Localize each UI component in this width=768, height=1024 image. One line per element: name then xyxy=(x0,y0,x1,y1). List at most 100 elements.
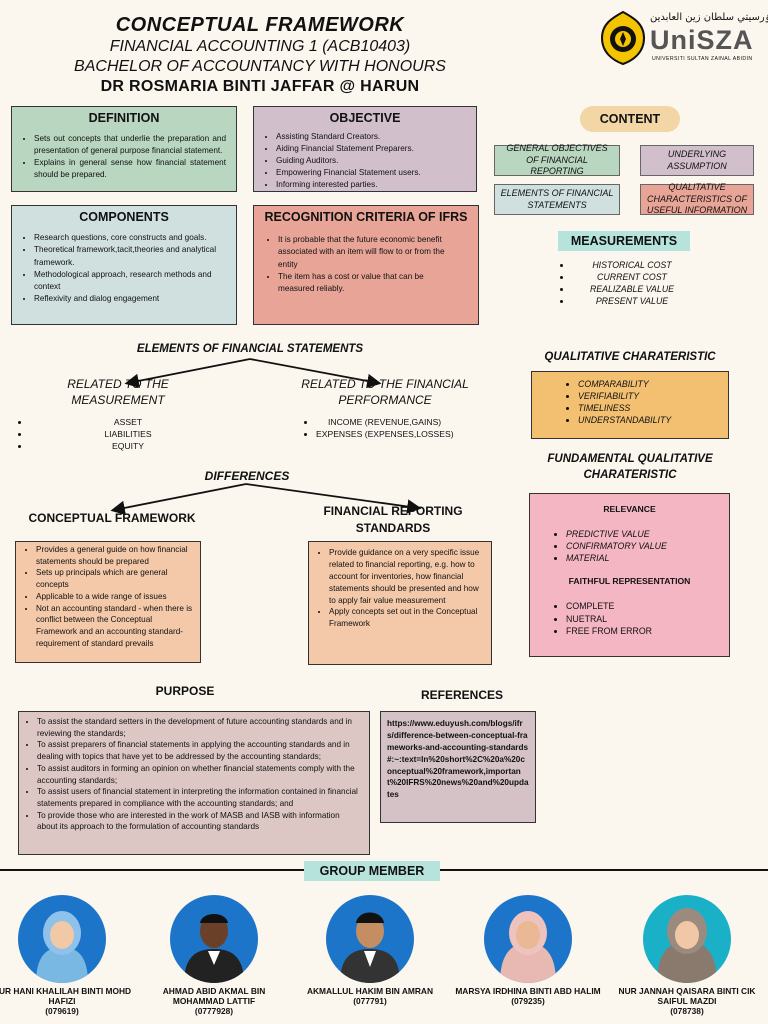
group-title: GROUP MEMBER xyxy=(304,861,440,881)
purpose-item: To assist preparers of financial stateme… xyxy=(37,739,359,762)
qualitative-item: UNDERSTANDABILITY xyxy=(578,414,718,426)
content-box-assumption: UNDERLYING ASSUMPTION xyxy=(640,145,754,176)
relevance-item: MATERIAL xyxy=(566,552,719,564)
measurement-item: LIABILITIES xyxy=(30,429,226,441)
cf-item: Not an accounting standard - when there … xyxy=(36,603,194,650)
recognition-item: It is probable that the future economic … xyxy=(278,234,462,271)
qualitative-item: COMPARABILITY xyxy=(578,378,718,390)
components-item: Reflexivity and dialog engagement xyxy=(34,293,226,305)
components-item: Research questions, core constructs and … xyxy=(34,232,226,244)
purpose-item: To assist auditors in forming an opinion… xyxy=(37,763,359,786)
logo-arabic-text: يونيۏرسيتي سلطان زين العابدين xyxy=(650,12,768,23)
member-name: NUR HANI KHALILAH BINTI MOHD HAFIZI xyxy=(0,986,132,1007)
fundamental-title: FUNDAMENTAL QUALITATIVE CHARATERISTIC xyxy=(547,453,713,481)
measurements-item: CURRENT COST xyxy=(572,271,692,283)
member-name: AHMAD ABID AKMAL BIN MOHAMMAD LATTIF xyxy=(162,986,266,1007)
member-photo xyxy=(170,895,258,983)
faithful-list: COMPLETE NUETRAL FREE FROM ERROR xyxy=(566,600,719,636)
programme-name: BACHELOR OF ACCOUNTANCY WITH HONOURS xyxy=(74,58,446,75)
performance-heading: RELATED TO THE FINANCIAL PERFORMANCE xyxy=(301,377,469,408)
fundamental-box: RELEVANCE PREDICTIVE VALUE CONFIRMATORY … xyxy=(529,493,730,657)
frs-item: Apply concepts set out in the Conceptual… xyxy=(329,606,483,630)
member-photo xyxy=(326,895,414,983)
purpose-title: PURPOSE xyxy=(155,684,215,698)
arrow-left xyxy=(124,358,251,388)
elements-title: ELEMENTS OF FINANCIAL STATEMENTS xyxy=(136,343,364,355)
elements-arrows xyxy=(124,358,382,389)
cf-title: CONCEPTUAL FRAMEWORK xyxy=(28,511,196,525)
arrow-right xyxy=(249,358,382,389)
member-photo xyxy=(643,895,731,983)
references-box: https://www.eduyush.com/blogs/ifrs/diffe… xyxy=(380,711,536,823)
measurement-heading: RELATED TO THE MEASUREMENT xyxy=(67,377,169,408)
member-name: NUR JANNAH QAISARA BINTI CIK SAIFUL MAZD… xyxy=(618,986,756,1007)
measurement-item: ASSET xyxy=(30,417,226,429)
member-name: MARSYA IRDHINA BINTI ABD HALIM xyxy=(455,986,601,996)
member-card: AKMALLUL HAKIM BIN AMRAN (077791) xyxy=(295,895,445,1006)
measurements-item: HISTORICAL COST xyxy=(572,259,692,271)
references-title: REFERENCES xyxy=(420,688,503,702)
measurement-list: ASSET LIABILITIES EQUITY xyxy=(30,417,226,453)
arrow-right xyxy=(245,483,422,514)
components-item: Theoretical framework,tacit,theories and… xyxy=(34,244,226,269)
member-photo xyxy=(18,895,106,983)
cf-item: Provides a general guide on how financia… xyxy=(36,544,194,567)
arrow-left xyxy=(110,483,247,515)
member-id: (079235) xyxy=(511,996,545,1007)
measurements-item: REALIZABLE VALUE xyxy=(572,283,692,295)
components-title: COMPONENTS xyxy=(79,210,169,224)
differences-title: DIFFERENCES xyxy=(204,469,290,483)
qualitative-title: QUALITATIVE CHARATERISTIC xyxy=(544,351,716,363)
qualitative-list: COMPARABILITY VERIFIABILITY TIMELINESS U… xyxy=(578,378,718,427)
measurement-item: EQUITY xyxy=(30,441,226,453)
reference-link[interactable]: https://www.eduyush.com/blogs/ifrs/diffe… xyxy=(387,719,529,800)
objective-item: Empowering Financial Statement users. xyxy=(276,167,466,179)
logo-subtitle: UNIVERSITI SULTAN ZAINAL ABIDIN xyxy=(652,56,753,62)
qualitative-box: COMPARABILITY VERIFIABILITY TIMELINESS U… xyxy=(531,371,729,439)
logo-name: UniSZA xyxy=(650,25,754,55)
definition-item: Explains in general sense how financial … xyxy=(34,157,226,181)
content-box-elements: ELEMENTS OF FINANCIAL STATEMENTS xyxy=(494,184,620,215)
performance-item: INCOME (REVENUE,GAINS) xyxy=(316,417,486,429)
differences-arrows xyxy=(110,483,422,515)
poster-title: CONCEPTUAL FRAMEWORK xyxy=(115,14,405,36)
frs-list: Provide guidance on a very specific issu… xyxy=(329,547,483,630)
recognition-box: RECOGNITION CRITERIA OF IFRS It is proba… xyxy=(253,205,479,325)
member-id: (0777928) xyxy=(194,1006,234,1017)
faithful-item: FREE FROM ERROR xyxy=(566,625,719,637)
frs-title: FINANCIAL REPORTING STANDARDS xyxy=(323,504,463,535)
objective-item: Guiding Auditors. xyxy=(276,155,466,167)
qualitative-item: TIMELINESS xyxy=(578,402,718,414)
member-name: AKMALLUL HAKIM BIN AMRAN (077791) xyxy=(306,986,434,1007)
components-box: COMPONENTS Research questions, core cons… xyxy=(11,205,237,325)
qualitative-item: VERIFIABILITY xyxy=(578,390,718,402)
recognition-title: RECOGNITION CRITERIA OF IFRS xyxy=(264,210,468,224)
frs-box: Provide guidance on a very specific issu… xyxy=(308,541,492,665)
cf-item: Sets up principals which are general con… xyxy=(36,567,194,590)
relevance-item: PREDICTIVE VALUE xyxy=(566,528,719,540)
objective-item: Informing interested parties. xyxy=(276,179,466,191)
purpose-item: To provide those who are interested in t… xyxy=(37,810,359,833)
cf-item: Applicable to a wide range of issues xyxy=(36,591,194,603)
measurements-item: PRESENT VALUE xyxy=(572,295,692,307)
recognition-item: The item has a cost or value that can be… xyxy=(278,271,462,296)
performance-item: EXPENSES (EXPENSES,LOSSES) xyxy=(316,429,486,441)
content-box-qualitative: QUALITATIVE CHARACTERISTICS OF USEFUL IN… xyxy=(640,182,754,215)
member-photo xyxy=(484,895,572,983)
objective-item: Assisting Standard Creators. xyxy=(276,131,466,143)
measurements-list: HISTORICAL COST CURRENT COST REALIZABLE … xyxy=(572,259,692,308)
faithful-item: NUETRAL xyxy=(566,613,719,625)
member-id: (079619) xyxy=(45,1006,79,1017)
relevance-item: CONFIRMATORY VALUE xyxy=(566,540,719,552)
definition-box: DEFINITION Sets out concepts that underl… xyxy=(11,106,237,192)
definition-title: DEFINITION xyxy=(88,111,160,125)
components-item: Methodological approach, research method… xyxy=(34,269,226,294)
measurements-tag: MEASUREMENTS xyxy=(558,231,690,251)
content-box-objectives: GENERAL OBJECTIVES OF FINANCIAL REPORTIN… xyxy=(494,143,620,176)
member-card: AHMAD ABID AKMAL BIN MOHAMMAD LATTIF (07… xyxy=(139,895,289,1016)
purpose-box: To assist the standard setters in the de… xyxy=(18,711,370,855)
purpose-list: To assist the standard setters in the de… xyxy=(37,716,359,833)
member-card: NUR HANI KHALILAH BINTI MOHD HAFIZI (079… xyxy=(0,895,137,1016)
content-pill: CONTENT xyxy=(580,106,680,132)
course-name: FINANCIAL ACCOUNTING 1 (ACB10403) xyxy=(109,38,411,55)
